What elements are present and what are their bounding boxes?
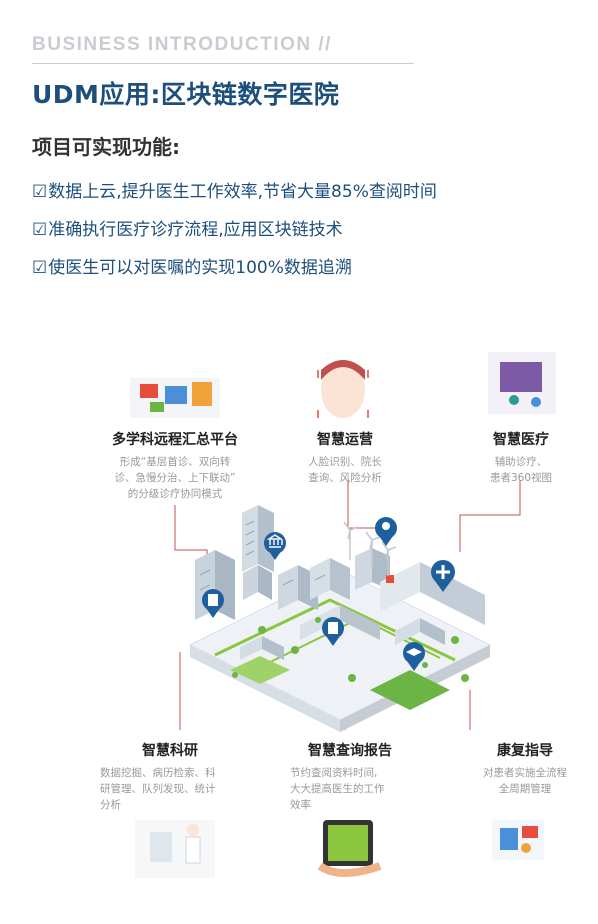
- wind-turbines: [343, 521, 397, 576]
- feature-item: ☑数据上云,提升医生工作效率,节省大量85%查阅时间: [32, 178, 437, 216]
- module-title: 智慧运营: [317, 432, 373, 448]
- medical-cross-pin-icon: [431, 560, 455, 592]
- module-title: 智慧查询报告: [308, 743, 392, 759]
- module-rehab: 康复指导 对患者实施全流程 全周期管理: [470, 740, 580, 797]
- feature-item: ☑准确执行医疗诊疗流程,应用区块链技术: [32, 216, 437, 254]
- module-smart-operation: 智慧运营 人脸识别、院长 查询、风险分析: [300, 429, 390, 486]
- rehab-guidance-illustration: [492, 820, 544, 860]
- module-description: 形成“基层首诊、双向转 诊、急慢分治、上下联动” 的分级诊疗协同模式: [114, 456, 236, 500]
- doctor-face-illustration: [317, 360, 369, 418]
- tablet-report-illustration: [317, 820, 382, 877]
- module-smart-medical: 智慧医疗 辅助诊疗、 患者360视图: [476, 429, 566, 486]
- feature-text: 准确执行医疗诊疗流程,应用区块链技术: [48, 220, 343, 240]
- module-description: 人脸识别、院长 查询、风险分析: [308, 456, 382, 484]
- map-pins: [202, 517, 455, 671]
- module-smart-research: 智慧科研 数据挖掘、病历检索、科 研管理、队列发现、统计 分析: [100, 740, 240, 813]
- module-remote-platform: 多学科远程汇总平台 形成“基层首诊、双向转 诊、急慢分治、上下联动” 的分级诊疗…: [100, 429, 250, 502]
- section-eyebrow: BUSINESS INTRODUCTION //: [32, 34, 332, 55]
- module-description: 节约查阅资料时间, 大大提高医生的工作 效率: [290, 767, 385, 811]
- feature-text: 数据上云,提升医生工作效率,节省大量85%查阅时间: [48, 182, 437, 202]
- trees: [232, 617, 469, 682]
- features-heading: 项目可实现功能:: [32, 135, 180, 159]
- module-description: 对患者实施全流程 全周期管理: [483, 767, 567, 795]
- eyebrow-divider: [32, 63, 414, 64]
- operator-pin-icon: [375, 517, 397, 546]
- feature-item: ☑使医生可以对医嘱的实现100%数据追溯: [32, 254, 437, 292]
- feature-text: 使医生可以对医嘱的实现100%数据追溯: [48, 258, 352, 278]
- document-pin-icon: [202, 589, 224, 618]
- checkbox-icon: ☑: [32, 258, 48, 278]
- module-smart-query: 智慧查询报告 节约查阅资料时间, 大大提高医生的工作 效率: [290, 740, 410, 813]
- module-title: 多学科远程汇总平台: [112, 432, 238, 448]
- module-title: 智慧科研: [142, 743, 198, 759]
- module-title: 康复指导: [497, 743, 553, 759]
- research-lab-illustration: [135, 820, 215, 878]
- research-pin-icon: [322, 617, 344, 646]
- feature-list: ☑数据上云,提升医生工作效率,节省大量85%查阅时间 ☑准确执行医疗诊疗流程,应…: [32, 178, 437, 292]
- remote-platform-illustration: [130, 378, 220, 418]
- checkbox-icon: ☑: [32, 182, 48, 202]
- graduation-cap-pin-icon: [403, 642, 425, 671]
- module-title: 智慧医疗: [493, 432, 549, 448]
- checkbox-icon: ☑: [32, 220, 48, 240]
- module-description: 辅助诊疗、 患者360视图: [489, 456, 553, 484]
- connector-medical: [459, 480, 521, 552]
- city-diagram: [130, 352, 556, 878]
- page-title: UDM应用:区块链数字医院: [32, 80, 340, 109]
- module-description: 数据挖掘、病历检索、科 研管理、队列发现、统计 分析: [100, 767, 216, 811]
- bank-pin-icon: [264, 532, 286, 560]
- smart-medical-illustration: [488, 352, 556, 414]
- digital-hospital-illustration: 多学科远程汇总平台 形成“基层首诊、双向转 诊、急慢分治、上下联动” 的分级诊疗…: [0, 300, 598, 924]
